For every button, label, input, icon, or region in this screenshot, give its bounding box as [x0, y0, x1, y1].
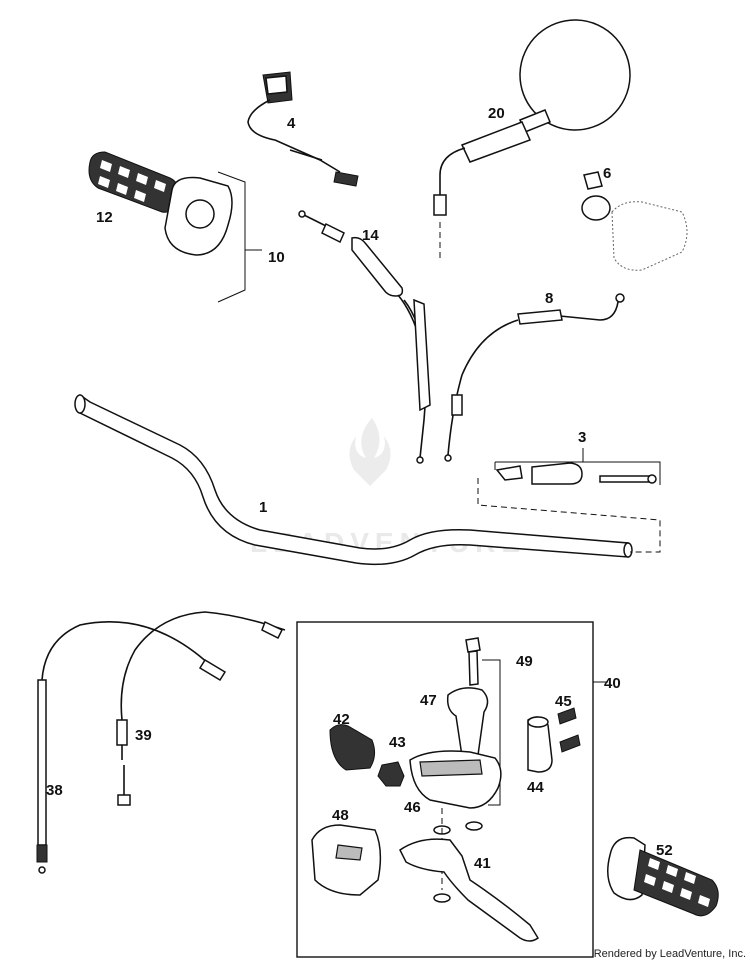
- callout-48: 48: [332, 807, 349, 824]
- grip-part-12[interactable]: [88, 151, 180, 213]
- adjuster-part-43[interactable]: [377, 761, 405, 787]
- callout-10: 10: [268, 249, 285, 266]
- callout-6: 6: [603, 165, 611, 182]
- throttle-housing-part-10[interactable]: [164, 171, 262, 303]
- callout-8: 8: [545, 290, 553, 307]
- callout-39: 39: [135, 727, 152, 744]
- callout-47: 47: [420, 692, 437, 709]
- callout-38: 38: [46, 782, 63, 799]
- callout-44: 44: [527, 779, 544, 796]
- cable-part-39[interactable]: [116, 611, 286, 806]
- boot-part-42[interactable]: [329, 724, 376, 771]
- callout-20: 20: [488, 105, 505, 122]
- switch-part-4[interactable]: [247, 71, 359, 187]
- throttle-cable-part-14[interactable]: [298, 210, 431, 464]
- perch-part-47[interactable]: [446, 687, 489, 757]
- bolts-part-45[interactable]: [557, 707, 581, 753]
- callout-52: 52: [656, 842, 673, 859]
- clutch-cable-part-8[interactable]: [444, 293, 625, 462]
- mirror-part-20[interactable]: [433, 5, 645, 258]
- bolt-part-49[interactable]: [465, 637, 501, 806]
- callout-1: 1: [259, 499, 267, 516]
- callout-46: 46: [404, 799, 421, 816]
- callout-40: 40: [604, 675, 621, 692]
- grip-part-52[interactable]: [607, 836, 719, 917]
- callout-45: 45: [555, 693, 572, 710]
- render-credit: Rendered by LeadVenture, Inc.: [593, 948, 746, 960]
- callout-49: 49: [516, 653, 533, 670]
- callout-41: 41: [474, 855, 491, 872]
- callout-43: 43: [389, 734, 406, 751]
- clamp-part-44[interactable]: [527, 716, 553, 773]
- callout-4: 4: [287, 115, 296, 132]
- lever-part-41[interactable]: [399, 838, 539, 942]
- callout-labels: 1 3 4 6 8 10 12 14 20 38 39 40 41 42 43 …: [46, 105, 673, 872]
- callout-12: 12: [96, 209, 113, 226]
- cable-part-38[interactable]: [36, 621, 227, 874]
- bracket-part-46[interactable]: [409, 750, 502, 809]
- switch-knob-part-6[interactable]: [581, 171, 688, 271]
- handlebar-part-1[interactable]: [74, 394, 633, 566]
- callout-3: 3: [578, 429, 586, 446]
- callout-42: 42: [333, 711, 350, 728]
- cover-part-48[interactable]: [311, 824, 382, 896]
- lever-assembly-frame-part-40: [296, 621, 608, 958]
- bar-end-set-part-3[interactable]: [477, 448, 661, 553]
- callout-14: 14: [362, 227, 379, 244]
